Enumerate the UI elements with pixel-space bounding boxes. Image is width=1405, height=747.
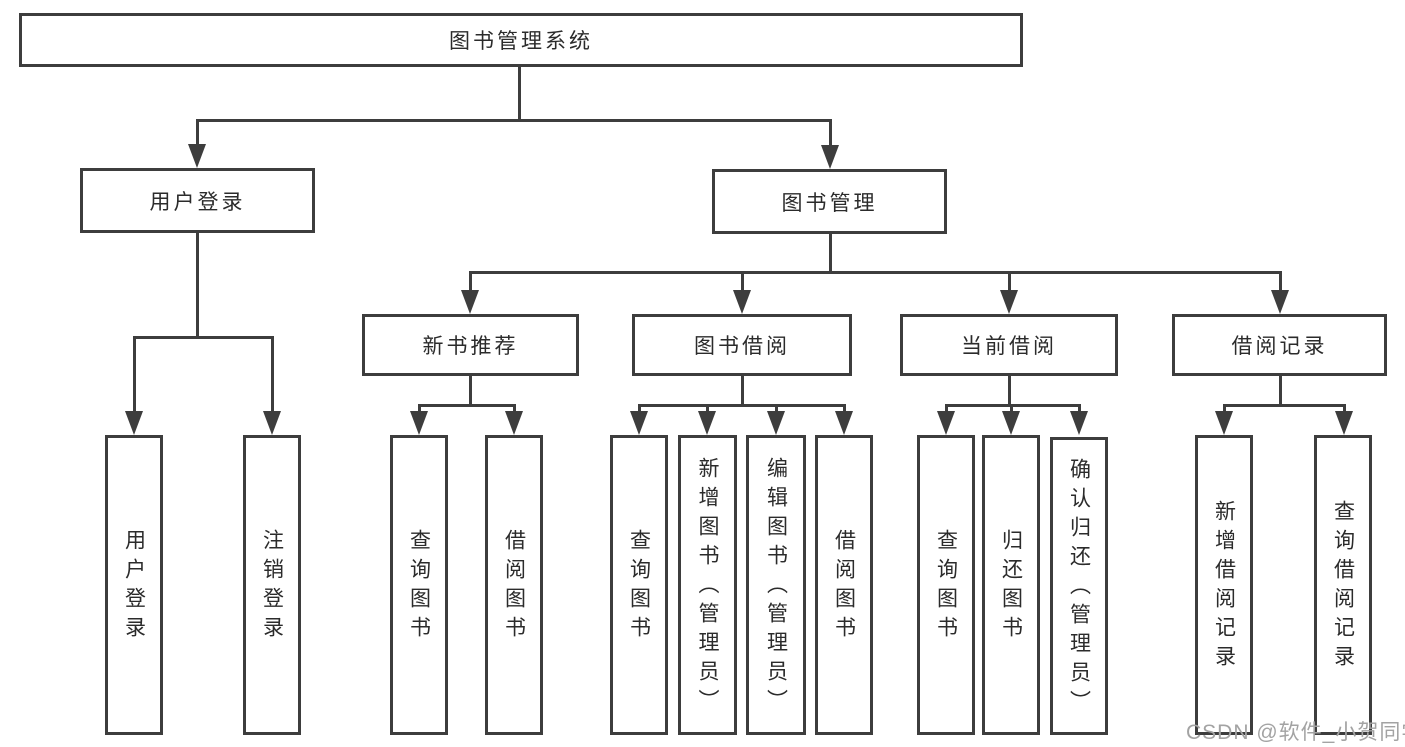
connector-line	[418, 404, 516, 407]
leaf-add-borrow-record: 新增借阅记录	[1195, 435, 1253, 735]
arrowhead-down	[767, 411, 785, 435]
leaf-user-login: 用户登录	[105, 435, 163, 735]
csdn-watermark: CSDN @软件_小贺同学	[1186, 721, 1405, 744]
connector-line	[1279, 376, 1282, 407]
connector-line	[518, 67, 521, 120]
leaf-add-books-admin: 新增图书（管理员）	[678, 435, 737, 735]
connector-line	[469, 376, 472, 407]
connector-line	[133, 336, 274, 339]
arrowhead-down	[263, 411, 281, 435]
arrowhead-down	[937, 411, 955, 435]
arrowhead-down	[1335, 411, 1353, 435]
connector-line	[1008, 376, 1011, 407]
node-book-borrowing: 图书借阅	[632, 314, 852, 376]
leaf-confirm-return-admin: 确认归还（管理员）	[1050, 437, 1108, 735]
node-borrowing-records: 借阅记录	[1172, 314, 1387, 376]
connector-line	[133, 336, 136, 414]
arrowhead-down	[1215, 411, 1233, 435]
leaf-borrow-books: 借阅图书	[485, 435, 543, 735]
leaf-query-borrow-record: 查询借阅记录	[1314, 435, 1372, 735]
arrowhead-down	[125, 411, 143, 435]
connector-line	[418, 404, 421, 414]
connector-line	[829, 119, 832, 147]
leaf-borrow-books: 借阅图书	[815, 435, 873, 735]
connector-line	[1008, 271, 1011, 293]
node-library-management-system: 图书管理系统	[19, 13, 1023, 67]
node-user-login: 用户登录	[80, 168, 315, 233]
arrowhead-down	[1070, 411, 1088, 435]
leaf-return-books: 归还图书	[982, 435, 1040, 735]
leaf-logout-login: 注销登录	[243, 435, 301, 735]
connector-line	[1223, 404, 1345, 407]
arrowhead-down	[505, 411, 523, 435]
leaf-query-books: 查询图书	[390, 435, 448, 735]
connector-line	[829, 234, 832, 274]
arrowhead-down	[733, 290, 751, 314]
connector-line	[196, 119, 832, 122]
connector-line	[775, 404, 778, 414]
arrowhead-down	[188, 144, 206, 168]
arrowhead-down	[698, 411, 716, 435]
connector-line	[196, 233, 199, 338]
connector-line	[469, 271, 1282, 274]
leaf-edit-books-admin: 编辑图书（管理员）	[746, 435, 806, 735]
connector-line	[196, 119, 199, 147]
arrowhead-down	[1271, 290, 1289, 314]
connector-line	[1010, 404, 1013, 414]
arrowhead-down	[1002, 411, 1020, 435]
connector-line	[741, 376, 744, 407]
connector-line	[945, 404, 948, 414]
connector-line	[513, 404, 516, 414]
connector-line	[638, 404, 846, 407]
connector-line	[843, 404, 846, 414]
connector-line	[706, 404, 709, 414]
arrowhead-down	[835, 411, 853, 435]
arrowhead-down	[1000, 290, 1018, 314]
node-current-borrowing: 当前借阅	[900, 314, 1118, 376]
arrowhead-down	[410, 411, 428, 435]
connector-line	[1078, 404, 1081, 414]
leaf-query-books: 查询图书	[610, 435, 668, 735]
connector-line	[638, 404, 641, 414]
node-new-book-recommend: 新书推荐	[362, 314, 579, 376]
node-book-management: 图书管理	[712, 169, 947, 234]
arrowhead-down	[461, 290, 479, 314]
connector-line	[1279, 271, 1282, 293]
connector-line	[741, 271, 744, 293]
connector-line	[271, 336, 274, 414]
arrowhead-down	[630, 411, 648, 435]
connector-line	[1223, 404, 1226, 414]
connector-line	[1343, 404, 1346, 414]
leaf-query-books: 查询图书	[917, 435, 975, 735]
arrowhead-down	[821, 145, 839, 169]
connector-line	[469, 271, 472, 293]
